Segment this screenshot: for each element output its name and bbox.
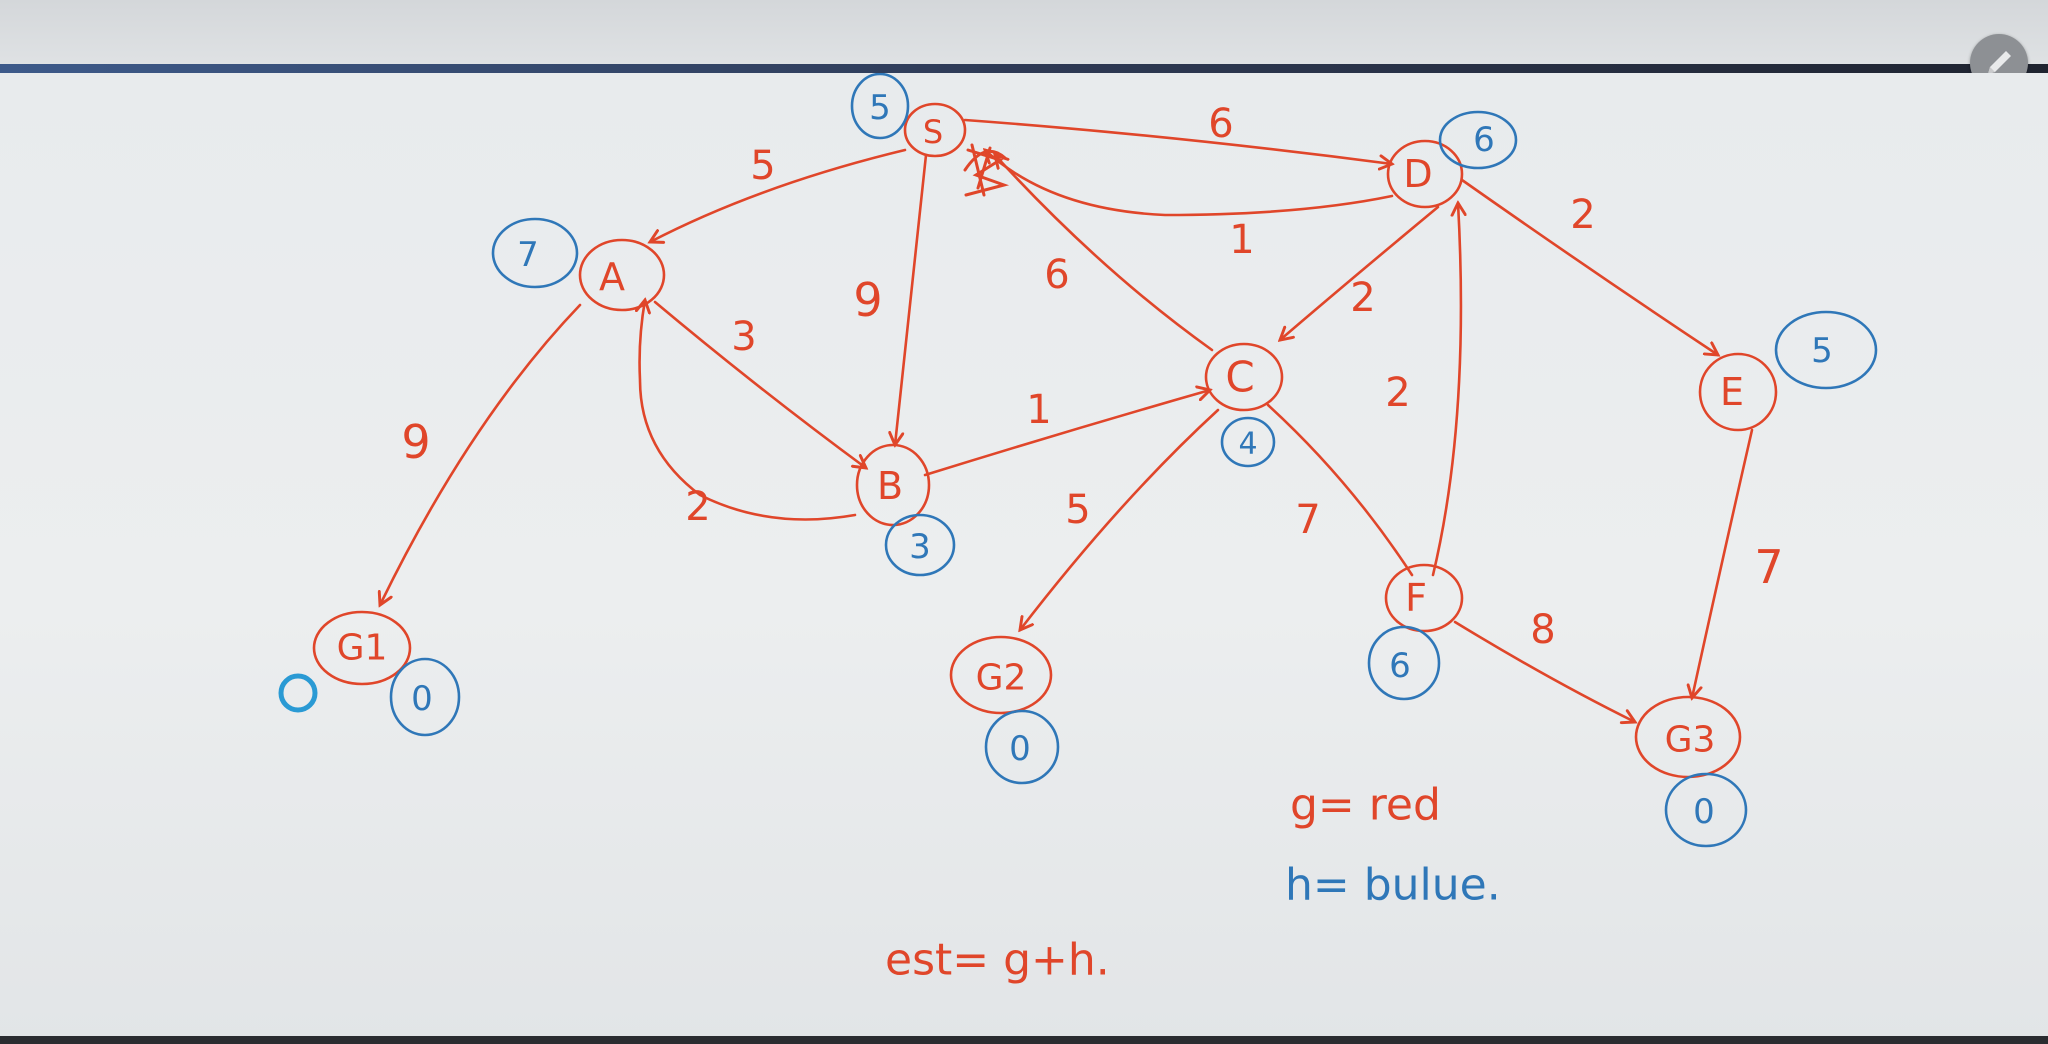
weight-S-A: 5 (750, 143, 775, 189)
h-circle-D (1438, 110, 1518, 170)
node-label-D: D (1403, 152, 1432, 196)
node-label-A: A (599, 255, 625, 299)
h-value-G2: 0 (1009, 729, 1031, 769)
h-value-S: 5 (869, 88, 891, 128)
edge-C-S (995, 155, 1214, 352)
h-value-E: 5 (1811, 331, 1833, 371)
h-circle-E (1774, 310, 1878, 390)
edge-D-E (1460, 178, 1718, 355)
node-label-E: E (1720, 370, 1744, 414)
h-circle-A (491, 217, 579, 289)
node-label-S: S (923, 113, 943, 151)
h-value-A: 7 (517, 235, 539, 275)
weight-A-B: 3 (731, 314, 756, 360)
weight-E-G3: 7 (1754, 540, 1783, 594)
weight-S-D: 6 (1208, 101, 1233, 147)
h-circle-B (884, 513, 956, 577)
node-label-F: F (1405, 576, 1427, 620)
h-value-G3: 0 (1693, 792, 1715, 832)
node-E (1698, 352, 1778, 432)
h-value-B: 3 (909, 527, 931, 567)
drawing-canvas[interactable]: S A B C D E F G1 G2 G3 5 7 (0, 73, 2048, 1044)
h-value-D: 6 (1473, 120, 1495, 160)
edge-B-A (640, 300, 857, 521)
weight-B-C: 1 (1026, 387, 1051, 433)
weight-A-G1: 9 (401, 415, 430, 469)
edge-D-S (985, 150, 1394, 217)
node-label-G3: G3 (1665, 720, 1716, 761)
h-circle-G1 (389, 657, 461, 737)
h-circle-F (1367, 625, 1441, 701)
edge-C-F (1266, 403, 1414, 577)
weight-C-S: 6 (1044, 252, 1069, 298)
edge-B-C (923, 390, 1210, 477)
edges (380, 118, 1754, 722)
edge-D-C (1280, 205, 1440, 340)
node-F (1384, 563, 1464, 633)
h-value-C: 4 (1238, 427, 1257, 462)
edge-F-D (1431, 203, 1461, 577)
h-circle-G2 (984, 709, 1060, 785)
node-G1 (312, 610, 412, 686)
nodes (312, 102, 1778, 779)
edge-F-G3 (1453, 620, 1635, 722)
edge-S-D (963, 118, 1392, 164)
weight-F-D: 2 (1385, 370, 1410, 416)
node-G2 (949, 635, 1053, 715)
weight-S-B: 9 (853, 273, 882, 327)
h-value-G1: 0 (411, 679, 433, 719)
legend-g: g= red (1290, 780, 1441, 831)
edge-E-G3 (1692, 428, 1754, 698)
edge-C-G2 (1020, 408, 1220, 630)
node-label-B: B (877, 464, 903, 508)
edge-A-B (653, 300, 866, 468)
weight-D-E: 2 (1570, 192, 1595, 238)
weight-D-S: 1 (1229, 217, 1254, 263)
scribble-mark (963, 143, 1010, 197)
weight-F-G3: 8 (1530, 607, 1555, 653)
legend-h: h= bulue. (1285, 860, 1501, 911)
node-S (903, 102, 967, 158)
legend-est: est= g+h. (885, 935, 1110, 986)
h-circle-G3 (1664, 772, 1748, 848)
cursor-indicator (278, 673, 318, 713)
weight-C-G2: 5 (1065, 487, 1090, 533)
weight-B-A: 2 (685, 484, 710, 530)
node-A (578, 238, 666, 312)
node-label-C: C (1225, 353, 1254, 402)
weight-D-C: 2 (1350, 275, 1375, 321)
node-C (1204, 342, 1284, 412)
h-circle-S (850, 73, 910, 140)
top-toolbar (0, 0, 2048, 66)
edge-S-B (895, 153, 928, 445)
pencil-icon (1988, 51, 2011, 74)
edge-S-A (650, 148, 907, 242)
node-label-G2: G2 (976, 658, 1027, 699)
node-D (1386, 139, 1464, 209)
edge-A-G1 (380, 303, 582, 605)
toolbar-divider (0, 64, 2048, 73)
h-circle-C (1220, 416, 1276, 468)
weight-C-F: 7 (1295, 497, 1320, 543)
bottom-edge (0, 1036, 2048, 1044)
graph-diagram: S A B C D E F G1 G2 G3 5 7 (278, 73, 1878, 986)
h-value-F: 6 (1389, 646, 1411, 686)
node-label-G1: G1 (337, 628, 388, 669)
